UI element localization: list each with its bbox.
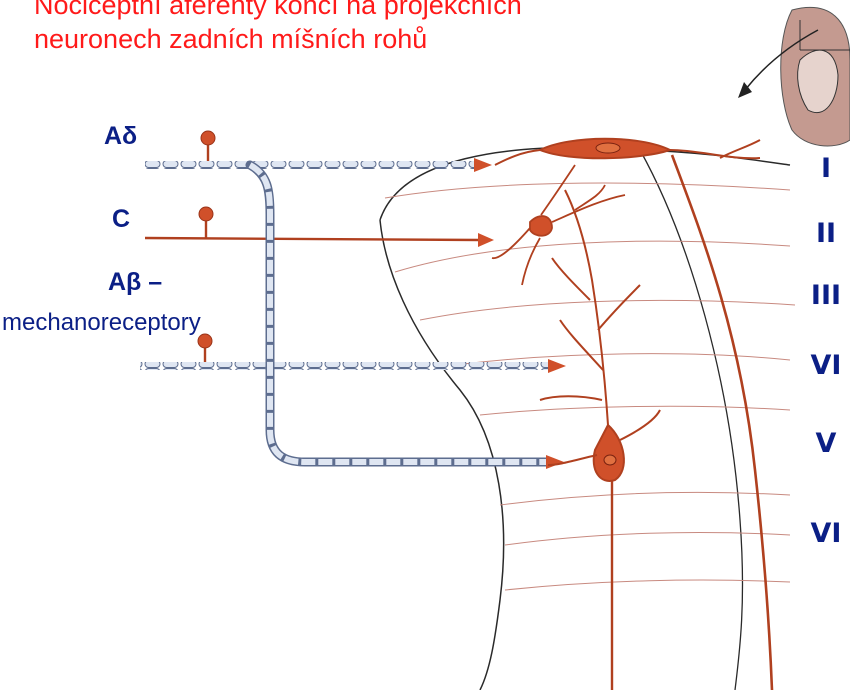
lamina-label-v: V [796,428,850,459]
lamina-label-iii: III [796,280,850,311]
spinal-cord-cross-section-icon [781,7,850,146]
title-line-2: neuronech zadních míšních rohů [34,22,594,56]
title-line-1: Nociceptní aferenty končí na projekčních [34,0,594,22]
lamina-v-neuron [540,190,660,690]
diagram-title: Nociceptní aferenty končí na projekčních… [34,0,594,56]
dorsal-horn-outline [380,148,790,690]
lamina-label-ii: II [796,218,850,249]
grey-matter-boundary [640,150,743,690]
a-delta-label: Aδ [104,122,137,151]
c-fiber [145,207,494,247]
lamina-label-i: I [796,153,850,184]
a-beta-label: Aβ – [108,268,162,297]
a-delta-fiber [145,131,492,172]
lamina-label-vi-lower: VI [796,518,850,549]
c-label: C [112,205,130,234]
lamina-label-vi-upper: VI [796,350,850,381]
lamina-boundaries [385,183,795,590]
mechanoreceptor-label: mechanoreceptory [2,309,201,337]
